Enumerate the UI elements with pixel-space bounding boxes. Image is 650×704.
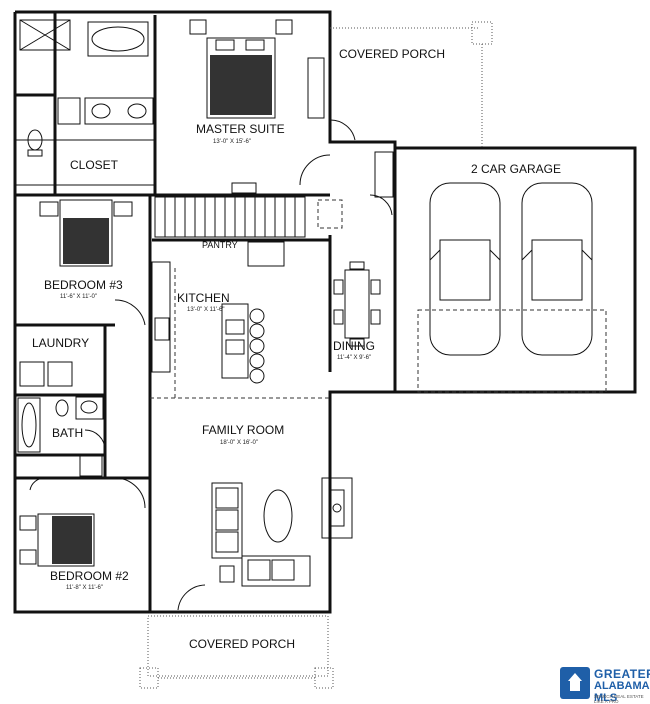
- label-master-suite: MASTER SUITE: [196, 122, 285, 136]
- master-vanity: [27, 97, 154, 157]
- kitchen-fixtures: [150, 241, 330, 399]
- fireplace-hearth: [231, 182, 257, 194]
- label-bedroom2: BEDROOM #2: [50, 569, 129, 583]
- logo-tagline: SEARCH REAL ESTATE LIKE A PRO: [594, 694, 644, 704]
- dims-dining: 11'-4" X 9'-6": [337, 355, 371, 361]
- logo-line2: ALABAMA MLS: [594, 680, 650, 704]
- laundry-fixtures: [19, 361, 73, 387]
- label-laundry: LAUNDRY: [32, 336, 89, 350]
- dims-family-room: 18'-0" X 16'-0": [220, 440, 258, 446]
- interior-walls: [15, 12, 332, 612]
- exterior-walls: [13, 10, 637, 614]
- bath-fixtures: [17, 396, 104, 477]
- house-icon: [560, 667, 590, 699]
- label-bath: BATH: [52, 426, 83, 440]
- bedroom2-bed: [19, 513, 95, 567]
- greater-alabama-mls-logo: GREATER ALABAMA MLS SEARCH REAL ESTATE L…: [558, 664, 650, 704]
- label-covered-porch-bottom: COVERED PORCH: [189, 637, 295, 651]
- label-closet: CLOSET: [70, 158, 119, 172]
- logo-line1: GREATER: [594, 667, 650, 681]
- label-garage: 2 CAR GARAGE: [471, 162, 561, 176]
- bathtub: [87, 21, 149, 57]
- label-dining: DINING: [333, 339, 375, 353]
- label-family-room: FAMILY ROOM: [202, 423, 284, 437]
- porch-bottom: [139, 615, 334, 689]
- garage-cars: [417, 182, 607, 393]
- dining-table: [333, 261, 381, 347]
- dims-master-suite: 13'-0" X 15'-6": [213, 139, 251, 145]
- dims-bedroom3: 11'-6" X 11'-0": [60, 294, 97, 300]
- garage-step: [374, 151, 394, 198]
- family-furniture: [211, 477, 353, 587]
- shower: [19, 19, 71, 51]
- doors: [29, 119, 393, 611]
- label-kitchen: KITCHEN: [177, 291, 230, 305]
- bedroom3-bed: [39, 199, 133, 267]
- master-bed: [189, 19, 325, 119]
- dims-kitchen: 13'-0" X 11'-6": [187, 307, 224, 313]
- label-covered-porch-top: COVERED PORCH: [339, 47, 445, 61]
- wh-closet: [317, 199, 343, 229]
- label-pantry: PANTRY: [202, 240, 238, 250]
- porch-top: [330, 21, 493, 148]
- stairs: [154, 196, 306, 238]
- label-bedroom3: BEDROOM #3: [44, 278, 123, 292]
- dims-bedroom2: 11'-8" X 11'-6": [66, 585, 103, 591]
